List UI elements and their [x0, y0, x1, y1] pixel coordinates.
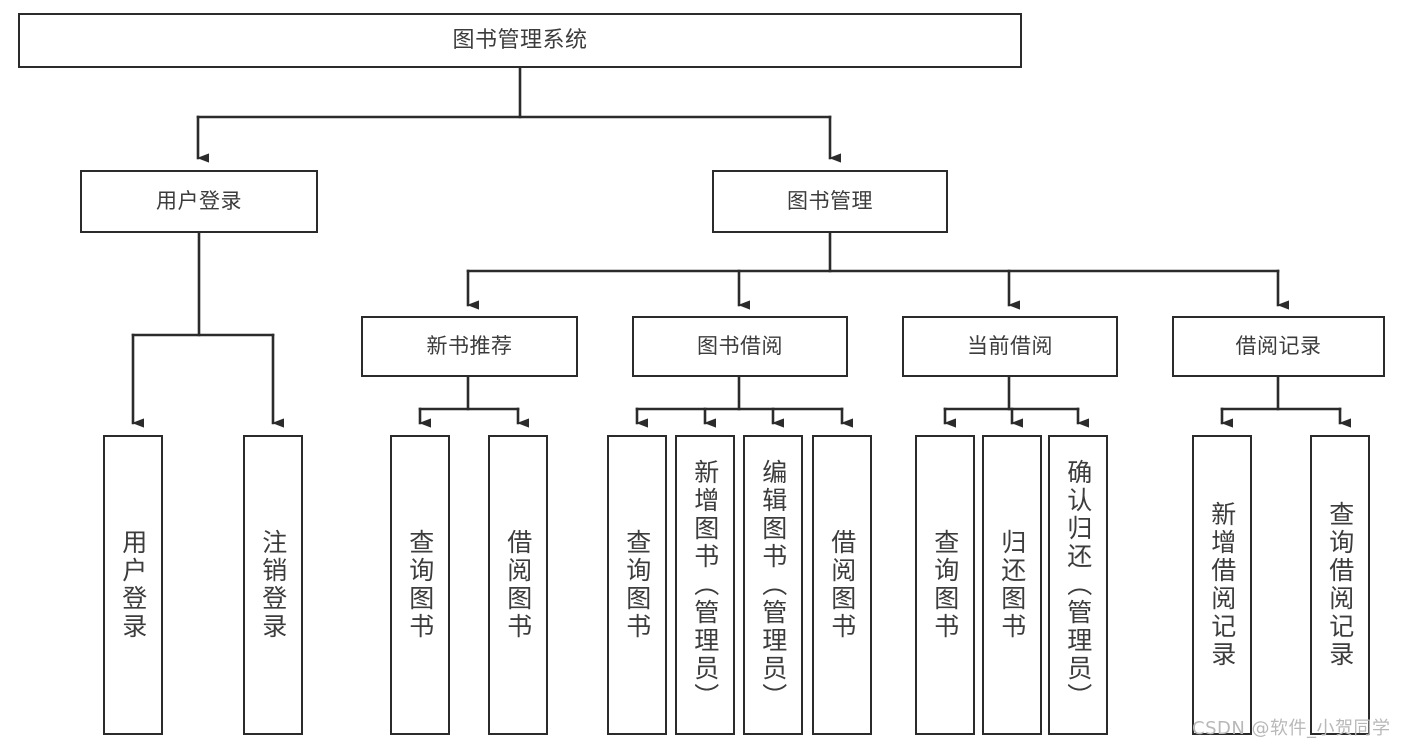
node-user-login[interactable]: 用户登录: [80, 170, 318, 233]
leaf-book-borrow-edit-label: 编辑图书（管理员）: [758, 459, 788, 711]
leaf-user-login-logout-label: 注销登录: [258, 529, 288, 641]
leaf-new-book-borrow[interactable]: 借阅图书: [488, 435, 548, 735]
leaf-new-book-borrow-label: 借阅图书: [503, 529, 533, 641]
leaf-current-borrow-confirm-return-label: 确认归还（管理员）: [1063, 459, 1093, 711]
leaf-current-borrow-return[interactable]: 归还图书: [982, 435, 1042, 735]
node-root-system-label: 图书管理系统: [452, 27, 588, 53]
leaf-current-borrow-query[interactable]: 查询图书: [915, 435, 975, 735]
leaf-current-borrow-query-label: 查询图书: [930, 529, 960, 641]
node-new-book-recommend-label: 新书推荐: [426, 334, 513, 359]
leaf-user-login-login[interactable]: 用户登录: [103, 435, 163, 735]
leaf-new-book-query[interactable]: 查询图书: [390, 435, 450, 735]
node-book-borrow-label: 图书借阅: [697, 334, 783, 359]
node-current-borrow-label: 当前借阅: [967, 334, 1053, 359]
leaf-book-borrow-borrow[interactable]: 借阅图书: [812, 435, 872, 735]
leaf-borrow-record-add-label: 新增借阅记录: [1207, 501, 1237, 669]
leaf-book-borrow-query-label: 查询图书: [622, 529, 652, 641]
leaf-user-login-login-label: 用户登录: [118, 529, 148, 641]
leaf-current-borrow-confirm-return[interactable]: 确认归还（管理员）: [1048, 435, 1108, 735]
leaf-new-book-query-label: 查询图书: [405, 529, 435, 641]
node-root-system[interactable]: 图书管理系统: [18, 13, 1022, 68]
leaf-borrow-record-query[interactable]: 查询借阅记录: [1310, 435, 1370, 735]
watermark-text: CSDN @软件_小贺同学: [1192, 718, 1391, 739]
node-book-management-label: 图书管理: [787, 189, 873, 214]
node-borrow-record[interactable]: 借阅记录: [1172, 316, 1385, 377]
node-book-borrow[interactable]: 图书借阅: [632, 316, 848, 377]
leaf-current-borrow-return-label: 归还图书: [997, 529, 1027, 641]
leaf-book-borrow-borrow-label: 借阅图书: [827, 529, 857, 641]
node-current-borrow[interactable]: 当前借阅: [902, 316, 1118, 377]
leaf-user-login-logout[interactable]: 注销登录: [243, 435, 303, 735]
node-book-management[interactable]: 图书管理: [712, 170, 948, 233]
node-borrow-record-label: 借阅记录: [1235, 334, 1322, 359]
leaf-book-borrow-query[interactable]: 查询图书: [607, 435, 667, 735]
leaf-book-borrow-add-label: 新增图书（管理员）: [690, 459, 720, 711]
leaf-borrow-record-add[interactable]: 新增借阅记录: [1192, 435, 1252, 735]
leaf-borrow-record-query-label: 查询借阅记录: [1325, 501, 1355, 669]
leaf-book-borrow-add[interactable]: 新增图书（管理员）: [675, 435, 735, 735]
leaf-book-borrow-edit[interactable]: 编辑图书（管理员）: [743, 435, 803, 735]
node-user-login-label: 用户登录: [156, 189, 242, 214]
node-new-book-recommend[interactable]: 新书推荐: [361, 316, 578, 377]
